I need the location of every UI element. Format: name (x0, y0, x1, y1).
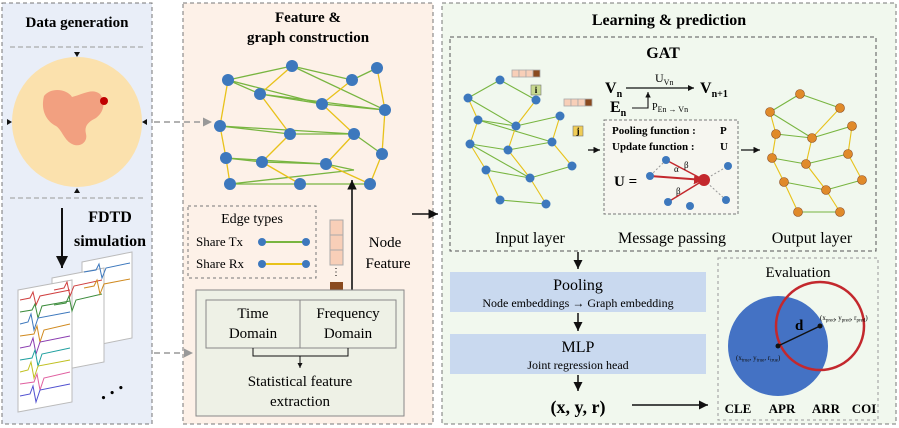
evaluation-title: Evaluation (766, 265, 831, 281)
gat-title: GAT (646, 45, 680, 62)
antenna-left (7, 119, 12, 125)
simulation-label: simulation (74, 233, 146, 250)
true-coord-label: (xtrue, ytrue, rtrue) (736, 354, 781, 364)
svg-text:PEn → Vn: PEn → Vn (652, 102, 688, 114)
svg-text:β: β (684, 160, 689, 170)
fdtd-label: FDTD (88, 209, 132, 226)
output-layer-graph (765, 89, 867, 217)
mlp-title: MLP (562, 339, 595, 356)
time-domain-line2: Domain (229, 326, 278, 342)
svg-text:UVn: UVn (655, 71, 673, 87)
data-generation-panel: Data generation FDTD simulation (1, 2, 153, 425)
message-passing-block: Vn UVn Vn+1 En PEn → Vn Pooling function… (603, 71, 739, 215)
output-tuple: (x, y, r) (551, 397, 606, 418)
metric-apr: APR (769, 401, 796, 416)
pooling-subtitle: Node embeddings → Graph embedding (482, 296, 673, 310)
input-layer-graph: i j (463, 69, 593, 209)
distance-label: d (795, 318, 804, 334)
node-i-label: i (535, 85, 538, 95)
node-j-label: j (576, 126, 580, 136)
feature-title-line1: Feature & (275, 10, 341, 26)
output-layer-label: Output layer (772, 230, 853, 247)
node-feature-line2: Feature (366, 256, 411, 272)
pooling-function-label: Pooling function : (612, 125, 696, 137)
feature-extraction-box: Time Domain Frequency Domain Statistical… (195, 289, 405, 417)
antenna-top (74, 52, 80, 57)
feature-graph (214, 60, 391, 190)
stat-feature-line1: Statistical feature (248, 374, 353, 390)
pooling-title: Pooling (553, 277, 603, 294)
data-generation-title: Data generation (26, 15, 130, 31)
antenna-right (142, 119, 147, 125)
input-layer-label: Input layer (495, 230, 565, 247)
feature-title-line2: graph construction (247, 30, 370, 46)
pooling-block (450, 272, 706, 312)
metric-coi: COI (852, 401, 877, 416)
pred-region-circle (774, 280, 866, 372)
metric-cle: CLE (725, 401, 752, 416)
feature-graph-panel: Feature & graph construction (182, 2, 434, 425)
learning-panel: Learning & prediction GAT (441, 2, 897, 425)
edge-types-legend: Edge types Share Tx Share Rx (187, 205, 317, 279)
svg-text:Vn: Vn (605, 80, 623, 100)
svg-text:P: P (720, 125, 727, 137)
node-feature-line1: Node (369, 235, 402, 251)
edge-type-tx-label: Share Tx (196, 234, 244, 249)
freq-domain-line1: Frequency (316, 306, 380, 322)
edge-type-rx-label: Share Rx (196, 256, 245, 271)
stat-feature-line2: extraction (270, 394, 330, 410)
signal-sheets: . . . (17, 251, 133, 413)
target-dot (100, 97, 108, 105)
brain-region (42, 89, 104, 146)
svg-text:En: En (610, 99, 627, 119)
svg-text:β: β (676, 186, 681, 196)
pred-coord-label: (xpred, ypred, rpred) (820, 314, 868, 324)
evaluation-panel: Evaluation d (xpred, ypred, rpred) (xtru… (717, 257, 879, 421)
svg-text:α: α (674, 164, 679, 174)
message-passing-label: Message passing (618, 230, 726, 247)
edge-types-title: Edge types (221, 212, 283, 227)
metric-arr: ARR (812, 401, 841, 416)
mlp-block (450, 334, 706, 374)
antenna-bottom (74, 188, 80, 193)
node-feature-vector: ⋮ (329, 219, 344, 295)
time-domain-line1: Time (237, 306, 268, 322)
freq-domain-line2: Domain (324, 326, 373, 342)
svg-text:⋮: ⋮ (331, 267, 341, 278)
svg-text:U =: U = (614, 174, 637, 190)
svg-text:U: U (720, 141, 728, 153)
learning-title: Learning & prediction (592, 12, 746, 29)
update-function-label: Update function : (612, 141, 695, 153)
svg-text:Vn+1: Vn+1 (700, 80, 728, 100)
mlp-subtitle: Joint regression head (527, 358, 628, 372)
